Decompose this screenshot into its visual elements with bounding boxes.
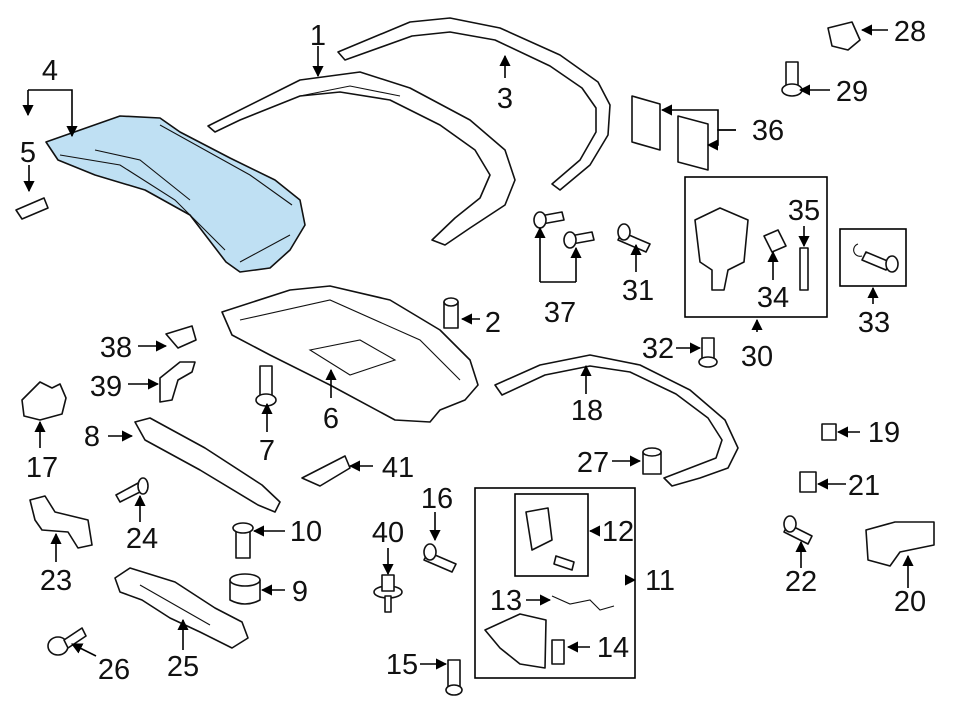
callout-20: 20 [894, 586, 926, 618]
callout-40: 40 [372, 517, 404, 549]
callout-17: 17 [26, 452, 58, 484]
callout-4: 4 [42, 55, 58, 87]
callout-6: 6 [323, 403, 339, 435]
part-25-bracket [114, 567, 249, 649]
callout-34: 34 [757, 282, 789, 314]
part-41-shim [301, 455, 351, 487]
callout-5: 5 [20, 137, 36, 169]
callout-10: 10 [290, 516, 322, 548]
callout-30: 30 [741, 341, 773, 373]
callout-27: 27 [577, 447, 609, 479]
callout-3: 3 [497, 83, 513, 115]
part-3-weatherstrip [337, 17, 611, 191]
group-11-box [474, 487, 636, 679]
callout-16: 16 [421, 483, 453, 515]
callout-36: 36 [752, 115, 784, 147]
group-30-box [684, 176, 828, 318]
callout-11: 11 [645, 565, 675, 597]
callout-12: 12 [602, 516, 634, 548]
part-13-cable [551, 595, 615, 611]
part-20-bracket [865, 521, 935, 567]
callout-19: 19 [868, 417, 900, 449]
callout-13: 13 [490, 585, 522, 617]
part-10-bolt [232, 522, 254, 559]
part-12-latch [525, 507, 553, 551]
callout-9: 9 [292, 576, 308, 608]
part-38-clip [165, 325, 197, 349]
part-8-strip [134, 417, 281, 513]
callout-8: 8 [84, 421, 100, 453]
callout-37: 37 [544, 297, 576, 329]
part-19-clip [821, 423, 837, 441]
callout-26: 26 [98, 654, 130, 686]
callout-25: 25 [167, 651, 199, 683]
part-2-bolt [443, 297, 459, 329]
callout-32: 32 [642, 333, 674, 365]
callout-41: 41 [382, 452, 414, 484]
callout-2: 2 [485, 307, 501, 339]
part-15-bolt [445, 659, 463, 696]
callout-15: 15 [386, 649, 418, 681]
part-31-bolt [617, 223, 651, 253]
part-9-bushing [229, 573, 261, 605]
part-21-nut [799, 471, 817, 493]
part-1-frame [207, 71, 516, 246]
part-33-bolt [853, 243, 899, 273]
callout-24: 24 [126, 523, 158, 555]
part-6-lower-panel [221, 285, 479, 423]
callout-14: 14 [597, 632, 629, 664]
leader-lines [22, 24, 914, 670]
part-35-pin [799, 247, 809, 291]
part-40-fastener [373, 574, 403, 613]
part-18-seal [494, 354, 739, 487]
part-34-bushing [763, 229, 787, 253]
part-27-bumper [642, 447, 662, 475]
callout-21: 21 [848, 470, 880, 502]
callout-22: 22 [785, 566, 817, 598]
part-12-screw [553, 555, 575, 571]
part-16-bolt [423, 543, 457, 573]
part-36-brackets [631, 95, 709, 171]
callout-35: 35 [788, 195, 820, 227]
part-24-bolt [115, 477, 149, 503]
callout-labels: 1 2 3 4 5 6 7 8 9 10 11 12 13 14 15 16 1… [20, 16, 926, 686]
callout-39: 39 [90, 371, 122, 403]
part-23-hinge [29, 495, 93, 549]
callout-28: 28 [894, 16, 926, 48]
callout-33: 33 [858, 307, 890, 339]
part-32-bolt [698, 337, 718, 368]
part-28-bracket [827, 21, 861, 51]
callout-23: 23 [40, 565, 72, 597]
part-29-bolt [781, 61, 803, 97]
group-12-box [514, 493, 589, 577]
part-5-clip [15, 197, 49, 220]
part-26-screw [47, 627, 87, 656]
callout-1: 1 [310, 20, 326, 52]
part-7-bolt [255, 365, 277, 407]
part-4-tonneau-panel [45, 115, 306, 273]
callout-7: 7 [259, 435, 275, 467]
callout-31: 31 [622, 275, 654, 307]
part-17-latch-bracket [21, 381, 67, 421]
part-30-hinge [694, 207, 749, 291]
callout-29: 29 [836, 76, 868, 108]
part-14-bolt [551, 639, 565, 665]
part-11-lock [484, 613, 547, 669]
part-22-bolt [783, 515, 813, 545]
callout-38: 38 [100, 332, 132, 364]
part-39-bracket [159, 361, 196, 403]
callout-18: 18 [571, 395, 603, 427]
part-37-bolts [533, 211, 595, 249]
group-33-box [839, 228, 907, 287]
